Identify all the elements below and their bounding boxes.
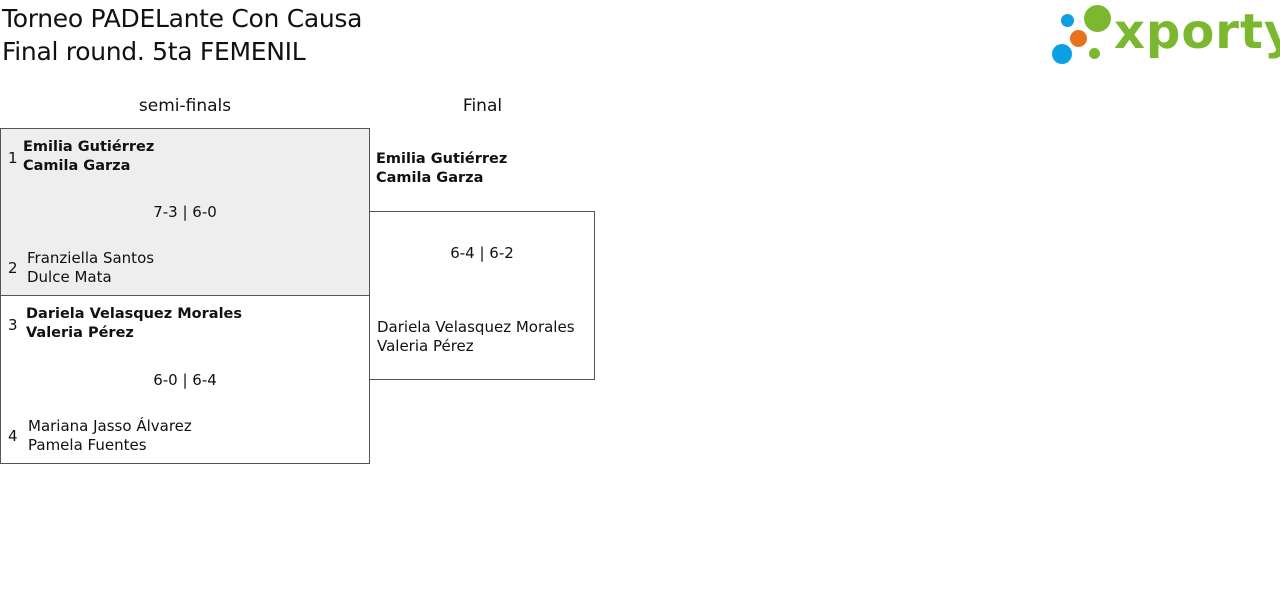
player-name: Pamela Fuentes (28, 436, 147, 454)
player-name: Emilia Gutiérrez (23, 139, 155, 155)
semifinal-match-1[interactable]: 1 Emilia Gutiérrez Camila Garza 7-3 | 6-… (0, 128, 370, 296)
semifinal-match-2[interactable]: 3 Dariela Velasquez Morales Valeria Pére… (0, 295, 370, 464)
team-loser[interactable]: Mariana Jasso Álvarez Pamela Fuentes (28, 417, 192, 455)
player-name: Dariela Velasquez Morales (26, 306, 243, 322)
page-title: Torneo PADELante Con Causa Final round. … (2, 2, 362, 68)
team-winner[interactable]: Dariela Velasquez Morales Valeria Pérez (26, 305, 242, 343)
match-score: 6-4 | 6-2 (450, 244, 514, 262)
seed-number: 3 (8, 316, 18, 334)
tournament-title: Torneo PADELante Con Causa (2, 4, 363, 33)
logo-dot-green-small-icon (1089, 48, 1100, 59)
player-name: Franziella Santos (27, 249, 155, 267)
team-loser[interactable]: Franziella Santos Dulce Mata (27, 249, 154, 287)
player-name: Mariana Jasso Álvarez (28, 417, 192, 435)
logo-dot-blue-large-icon (1052, 44, 1072, 64)
round-label-semifinals: semi-finals (138, 96, 232, 116)
xporty-logo[interactable]: xporty (1050, 4, 1280, 68)
player-name: Valeria Pérez (377, 337, 474, 355)
team-winner[interactable]: Emilia Gutiérrez Camila Garza (23, 138, 154, 176)
logo-dot-green-icon (1084, 5, 1111, 32)
player-name: Dariela Velasquez Morales (377, 318, 575, 336)
match-score: 7-3 | 6-0 (153, 203, 217, 221)
seed-number: 2 (8, 259, 18, 277)
round-subtitle: Final round. 5ta FEMENIL (2, 37, 306, 66)
match-score: 6-0 | 6-4 (153, 371, 217, 389)
seed-number: 4 (8, 427, 18, 445)
player-name: Camila Garza (376, 170, 484, 186)
final-runner-up[interactable]: Dariela Velasquez Morales Valeria Pérez (377, 318, 575, 356)
player-name: Dulce Mata (27, 268, 112, 286)
final-match[interactable]: 6-4 | 6-2 Dariela Velasquez Morales Vale… (369, 211, 595, 380)
logo-wordmark: xporty (1114, 4, 1280, 60)
player-name: Valeria Pérez (26, 325, 134, 341)
logo-dot-blue-small-icon (1061, 14, 1074, 27)
final-winner[interactable]: Emilia Gutiérrez Camila Garza (376, 150, 507, 188)
player-name: Emilia Gutiérrez (376, 151, 508, 167)
player-name: Camila Garza (23, 158, 131, 174)
seed-number: 1 (8, 149, 18, 167)
logo-dot-orange-icon (1070, 30, 1087, 47)
round-label-final: Final (462, 96, 503, 116)
